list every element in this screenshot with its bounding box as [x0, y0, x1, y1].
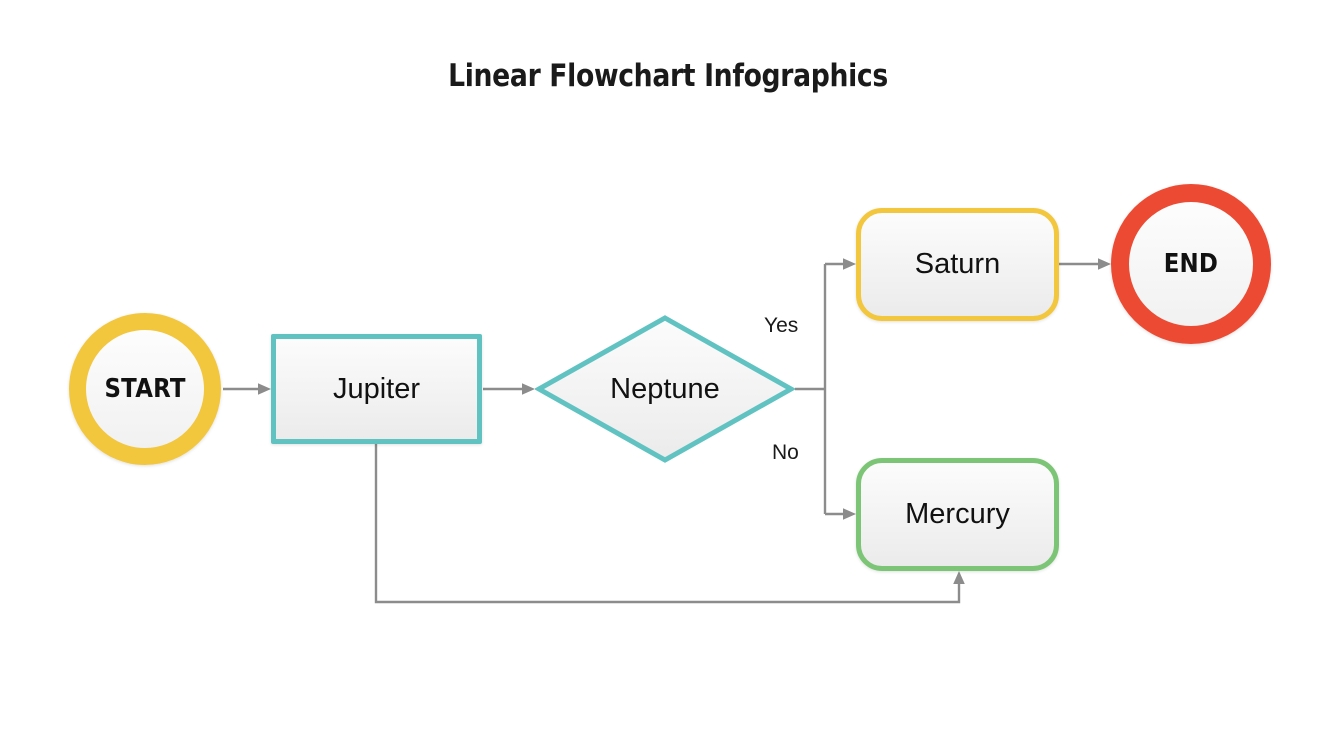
node-saturn-label: Saturn: [914, 248, 1001, 280]
node-jupiter[interactable]: Jupiter: [271, 334, 482, 444]
branch-label-yes: Yes: [764, 314, 799, 337]
edge-saturn-to-end: [1059, 258, 1111, 270]
node-start-label: START: [104, 374, 186, 404]
node-start[interactable]: START: [69, 313, 221, 465]
diamond-shape-icon: [535, 315, 795, 463]
node-end[interactable]: END: [1111, 184, 1271, 344]
node-mercury-label: Mercury: [905, 498, 1010, 530]
edge-start-to-jupiter: [223, 383, 271, 395]
edge-neptune-branch-stem: [795, 264, 827, 514]
node-saturn[interactable]: Saturn: [856, 208, 1059, 321]
branch-label-no: No: [772, 441, 799, 464]
node-mercury[interactable]: Mercury: [856, 458, 1059, 571]
node-jupiter-label: Jupiter: [332, 372, 421, 405]
edge-yes-to-saturn: [825, 258, 856, 270]
page-title: Linear Flowchart Infographics: [448, 58, 888, 94]
edge-jupiter-to-neptune: [483, 383, 535, 395]
node-neptune-label: Neptune: [610, 372, 720, 405]
edge-no-to-mercury: [825, 508, 856, 520]
node-end-label: END: [1163, 249, 1219, 279]
node-neptune-decision[interactable]: Neptune: [535, 314, 795, 464]
